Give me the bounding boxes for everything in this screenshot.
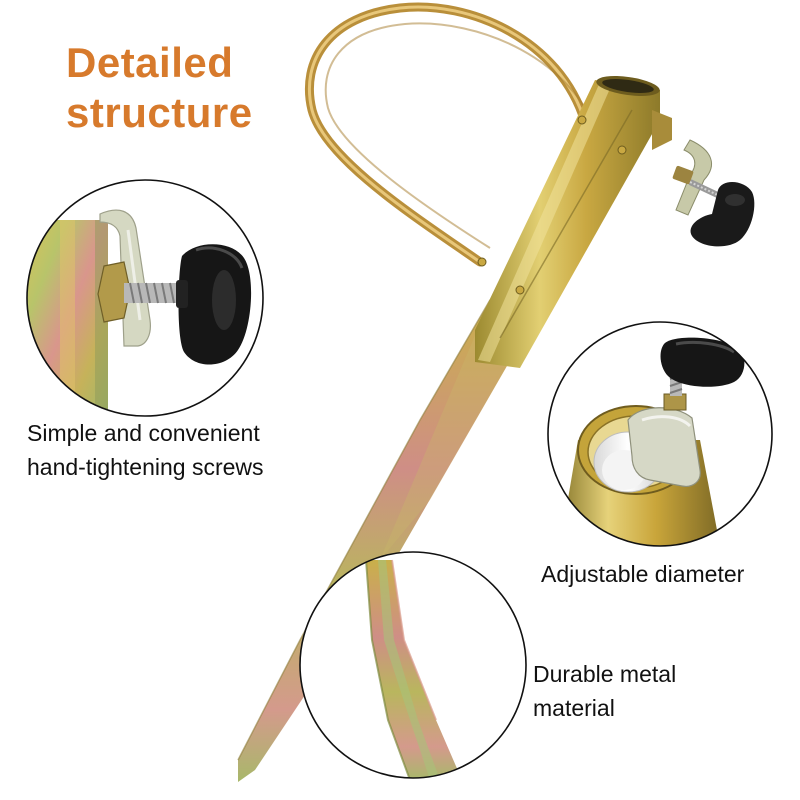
detail-circle-diameter <box>547 321 773 547</box>
title-line-1: Detailed <box>66 39 234 86</box>
caption-screws-line-1: Simple and convenient <box>27 420 260 446</box>
caption-diameter-line-1: Adjustable diameter <box>541 561 745 587</box>
detail-circle-metal <box>299 551 527 779</box>
page-title: Detailed structure <box>66 38 253 138</box>
caption-metal-line-2: material <box>533 695 615 721</box>
title-line-2: structure <box>66 89 253 136</box>
caption-diameter: Adjustable diameter <box>541 557 744 591</box>
detail-circle-knob <box>26 179 264 417</box>
caption-metal-line-1: Durable metal <box>533 661 677 687</box>
caption-screws: Simple and convenient hand-tightening sc… <box>27 416 264 484</box>
caption-screws-line-2: hand-tightening screws <box>27 454 264 480</box>
caption-metal: Durable metal material <box>533 657 676 725</box>
